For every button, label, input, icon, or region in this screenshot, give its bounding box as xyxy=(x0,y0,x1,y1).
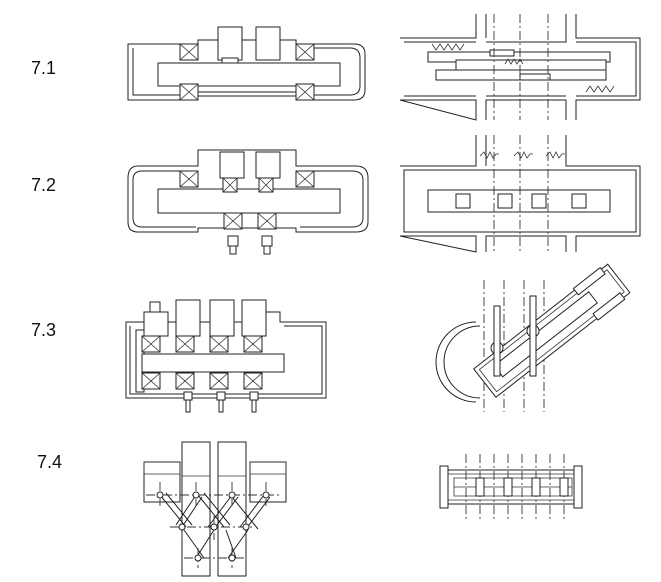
figure-7-3-left-housing xyxy=(126,300,326,412)
figure-7-1-left-housing xyxy=(128,27,365,101)
row-label-7-2: 7.2 xyxy=(31,175,57,195)
figure-7-4-right-assembly xyxy=(440,454,582,520)
figure-7-3-right-assembly xyxy=(436,263,631,412)
figure-7-2-left-housing xyxy=(128,150,368,254)
row-label-7-3: 7.3 xyxy=(31,320,57,340)
row-label-7-4: 7.4 xyxy=(37,452,63,472)
figure-7-4-left-linkage xyxy=(144,442,286,576)
figure-7-2-right-assembly xyxy=(400,135,640,252)
figure-7-1-right-assembly xyxy=(400,14,640,120)
row-label-7-1: 7.1 xyxy=(31,58,57,78)
